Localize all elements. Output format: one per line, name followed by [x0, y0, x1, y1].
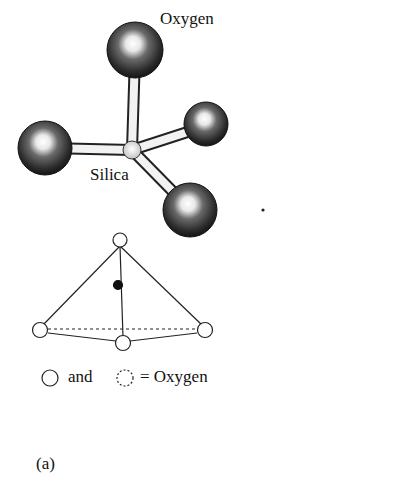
figure-caption: (a) [36, 455, 55, 474]
atom-label: Oxygen [160, 10, 214, 29]
oxygen-balls [18, 22, 228, 237]
bond-sticks [48, 55, 203, 207]
legend-text: = Oxygen [140, 368, 208, 387]
legend-connector-word: and [68, 368, 93, 387]
atom-label: Silica [90, 166, 129, 185]
silicon-atom [123, 141, 141, 159]
tetrahedron-drawing [33, 233, 213, 351]
stray-dot [261, 208, 264, 211]
